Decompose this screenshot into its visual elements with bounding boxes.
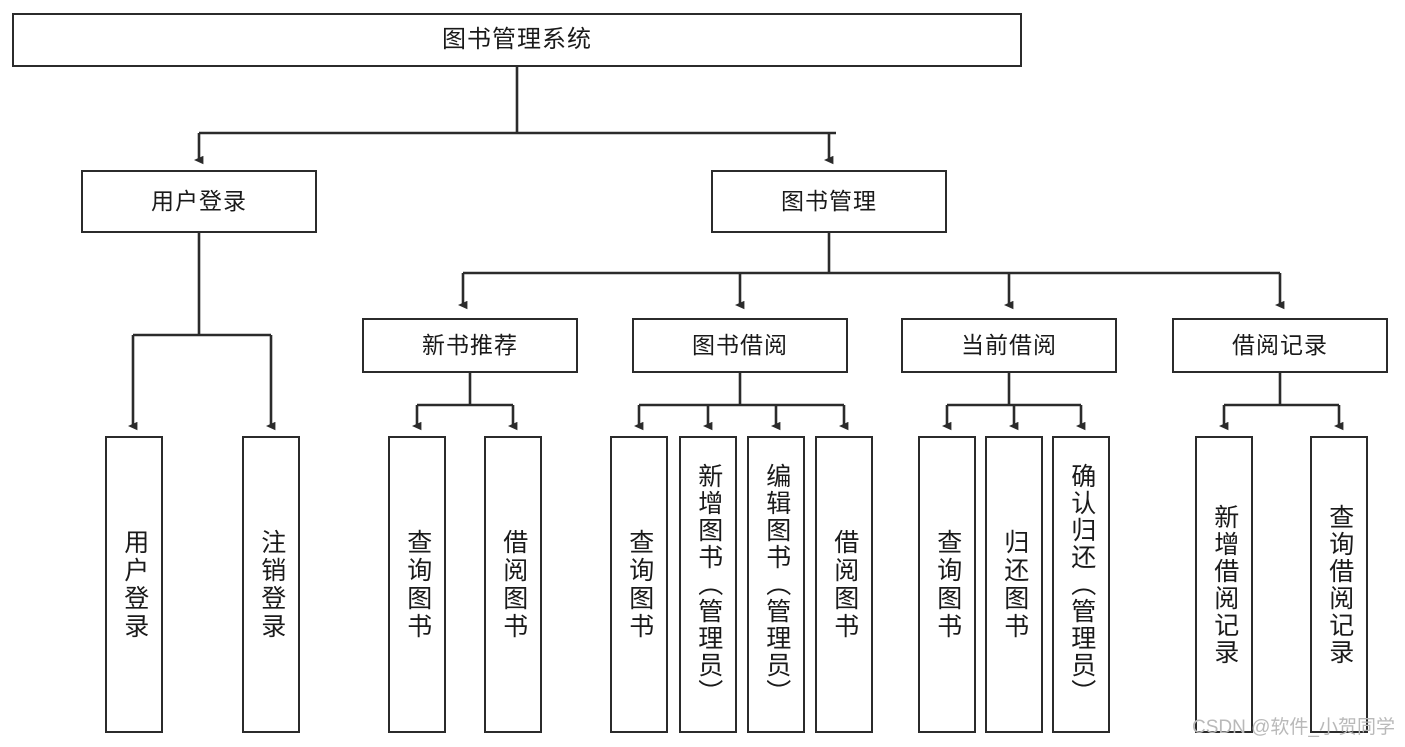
node-root-book-management-system[interactable]: 图书管理系统: [12, 13, 1022, 67]
node-label: 新增图书（管理员）: [694, 463, 723, 706]
leaf-add-book-admin[interactable]: 新增图书（管理员）: [679, 436, 737, 733]
node-borrow-record[interactable]: 借阅记录: [1172, 318, 1388, 373]
leaf-add-borrow-record[interactable]: 新增借阅记录: [1195, 436, 1253, 733]
node-label: 借阅记录: [1232, 332, 1328, 359]
leaf-query-borrow-record[interactable]: 查询借阅记录: [1310, 436, 1368, 733]
node-label: 图书借阅: [692, 332, 788, 359]
leaf-user-login[interactable]: 用户登录: [105, 436, 163, 733]
node-label: 图书管理: [781, 188, 877, 215]
node-label: 查询图书: [403, 528, 432, 641]
leaf-borrow-book[interactable]: 借阅图书: [815, 436, 873, 733]
node-label: 编辑图书（管理员）: [762, 463, 791, 706]
csdn-watermark: CSDN @软件_小贺同学: [1192, 717, 1395, 738]
leaf-query-book-current[interactable]: 查询图书: [918, 436, 976, 733]
node-label: 用户登录: [151, 188, 247, 215]
node-current-borrow[interactable]: 当前借阅: [901, 318, 1117, 373]
node-label: 用户登录: [120, 528, 149, 641]
node-label: 查询借阅记录: [1325, 503, 1354, 666]
leaf-borrow-book-recommend[interactable]: 借阅图书: [484, 436, 542, 733]
node-label: 当前借阅: [961, 332, 1057, 359]
node-label: 新书推荐: [422, 332, 518, 359]
node-label: 图书管理系统: [442, 26, 592, 54]
leaf-confirm-return-admin[interactable]: 确认归还（管理员）: [1052, 436, 1110, 733]
node-label: 归还图书: [1000, 528, 1029, 641]
node-label: 新增借阅记录: [1210, 503, 1239, 666]
node-label: 借阅图书: [830, 528, 859, 641]
node-label: 借阅图书: [499, 528, 528, 641]
leaf-return-book[interactable]: 归还图书: [985, 436, 1043, 733]
node-book-borrow[interactable]: 图书借阅: [632, 318, 848, 373]
node-label: 查询图书: [625, 528, 654, 641]
node-label: 确认归还（管理员）: [1067, 463, 1096, 706]
node-label: 查询图书: [933, 528, 962, 641]
node-new-book-recommend[interactable]: 新书推荐: [362, 318, 578, 373]
node-book-management[interactable]: 图书管理: [711, 170, 947, 233]
leaf-query-book-recommend[interactable]: 查询图书: [388, 436, 446, 733]
leaf-edit-book-admin[interactable]: 编辑图书（管理员）: [747, 436, 805, 733]
leaf-logout[interactable]: 注销登录: [242, 436, 300, 733]
leaf-query-book-borrow[interactable]: 查询图书: [610, 436, 668, 733]
node-user-login[interactable]: 用户登录: [81, 170, 317, 233]
node-label: 注销登录: [257, 528, 286, 641]
